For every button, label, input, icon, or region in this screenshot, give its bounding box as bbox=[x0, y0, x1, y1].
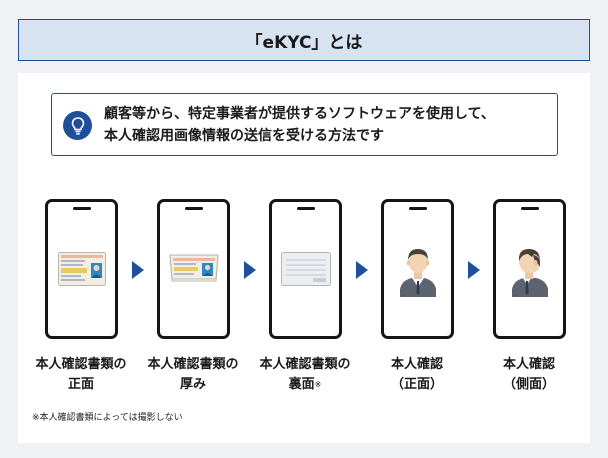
lightbulb-icon bbox=[63, 111, 92, 140]
phone-notch bbox=[72, 207, 91, 210]
definition-text: 顧客等から、特定事業者が提供するソフトウェアを使用して、 本人確認用画像情報の送… bbox=[104, 103, 552, 147]
page-title: 「eKYC」とは bbox=[18, 19, 590, 61]
step-label: 本人確認書類の 正面 bbox=[25, 355, 137, 395]
phone-step-3 bbox=[269, 199, 342, 339]
footnote: ※本人確認書類によっては撮影しない bbox=[32, 413, 183, 423]
step-label-line-2: 裏面 bbox=[288, 377, 315, 392]
definition-box: 顧客等から、特定事業者が提供するソフトウェアを使用して、 本人確認用画像情報の送… bbox=[51, 93, 558, 156]
person-side-icon bbox=[511, 249, 548, 297]
arrow-right-icon bbox=[468, 261, 480, 279]
step-label-line-1: 本人確認書類の bbox=[147, 357, 239, 372]
phone-step-1 bbox=[45, 199, 118, 339]
phone-notch bbox=[184, 207, 203, 210]
id-card-front-icon bbox=[57, 252, 106, 286]
step-label: 本人確認書類の 厚み bbox=[137, 355, 249, 395]
phone-notch bbox=[520, 207, 539, 210]
definition-line-2: 本人確認用画像情報の送信を受ける方法です bbox=[104, 128, 384, 144]
step-label-line-2: 正面 bbox=[67, 377, 94, 392]
step-label-line-2: （正面） bbox=[390, 377, 443, 392]
id-card-tilted-icon bbox=[168, 254, 219, 282]
arrow-right-icon bbox=[356, 261, 368, 279]
arrow-right-icon bbox=[132, 261, 144, 279]
step-label-line-1: 本人確認書類の bbox=[35, 357, 127, 372]
content-panel: 顧客等から、特定事業者が提供するソフトウェアを使用して、 本人確認用画像情報の送… bbox=[18, 73, 590, 443]
step-label-line-2: 厚み bbox=[179, 377, 206, 392]
step-label: 本人確認 （正面） bbox=[361, 355, 473, 395]
arrow-right-icon bbox=[244, 261, 256, 279]
footnote-mark: ※ bbox=[314, 380, 322, 389]
phone-notch bbox=[296, 207, 315, 210]
phone-notch bbox=[408, 207, 427, 210]
person-front-icon bbox=[399, 249, 436, 297]
phone-step-4 bbox=[381, 199, 454, 339]
step-label: 本人確認書類の 裏面※ bbox=[249, 355, 361, 395]
step-label-line-1: 本人確認 bbox=[390, 357, 443, 372]
step-label-line-1: 本人確認 bbox=[502, 357, 555, 372]
step-label: 本人確認 （側面） bbox=[473, 355, 585, 395]
phone-step-5 bbox=[493, 199, 566, 339]
step-label-line-1: 本人確認書類の bbox=[259, 357, 351, 372]
step-label-line-2: （側面） bbox=[502, 377, 555, 392]
definition-line-1: 顧客等から、特定事業者が提供するソフトウェアを使用して、 bbox=[104, 106, 495, 122]
phone-step-2 bbox=[157, 199, 230, 339]
id-card-back-icon bbox=[280, 252, 331, 286]
